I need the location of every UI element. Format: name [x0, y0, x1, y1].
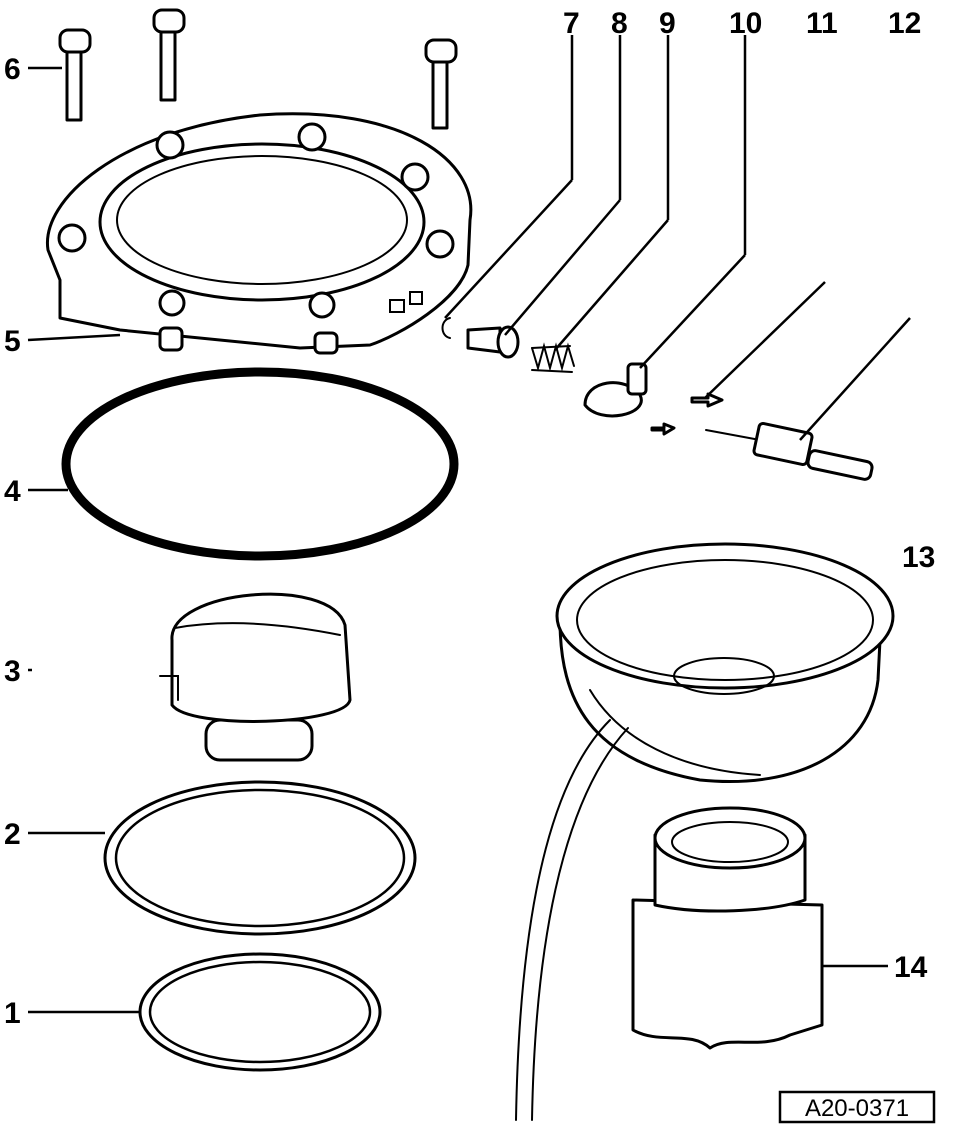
callout-5: 5	[4, 325, 21, 358]
callout-10: 10	[729, 7, 762, 40]
leader-10b	[639, 254, 746, 369]
callout-4: 4	[4, 475, 21, 508]
bolt-part-6b	[152, 8, 186, 102]
callout-2: 2	[4, 818, 21, 851]
reservoir-bowl-part-13	[555, 542, 895, 783]
leader-9b	[554, 219, 669, 351]
adapter-part-14	[631, 806, 824, 1050]
leader-5	[27, 333, 121, 342]
callout-1: 1	[4, 997, 21, 1030]
callout-8: 8	[611, 7, 628, 40]
callout-3: 3	[4, 655, 21, 688]
small-ring-part-1	[138, 952, 382, 1072]
leader-11	[704, 281, 826, 399]
callout-6: 6	[4, 53, 21, 86]
reference-code-box: A20-0371	[778, 1090, 936, 1124]
callout-13: 13	[902, 541, 935, 574]
medium-ring-part-2	[103, 780, 417, 936]
reference-code: A20-0371	[805, 1095, 909, 1122]
filter-cap-part-3	[159, 592, 352, 762]
callout-12: 12	[888, 7, 921, 40]
spring-part-9	[531, 342, 575, 373]
circlip-part-7	[441, 317, 451, 339]
flange-housing-part-5	[45, 112, 473, 355]
large-o-ring-part-4	[61, 367, 459, 561]
valve-plunger-part-8	[466, 325, 520, 359]
leader-7b	[444, 179, 573, 319]
valve-clip-part-10	[583, 362, 676, 436]
sensor-probe-part-12	[705, 421, 874, 481]
callout-7: 7	[563, 7, 580, 40]
leader-lines	[27, 35, 911, 1014]
callout-9: 9	[659, 7, 676, 40]
pin-part-11	[690, 392, 724, 408]
hose-part-13	[515, 719, 629, 1121]
callout-11: 11	[806, 7, 838, 40]
leader-8b	[504, 199, 621, 336]
bolt-part-6c	[424, 38, 458, 130]
bolt-part-6a	[58, 28, 92, 122]
leader-12	[799, 317, 911, 441]
callout-14: 14	[894, 951, 928, 984]
